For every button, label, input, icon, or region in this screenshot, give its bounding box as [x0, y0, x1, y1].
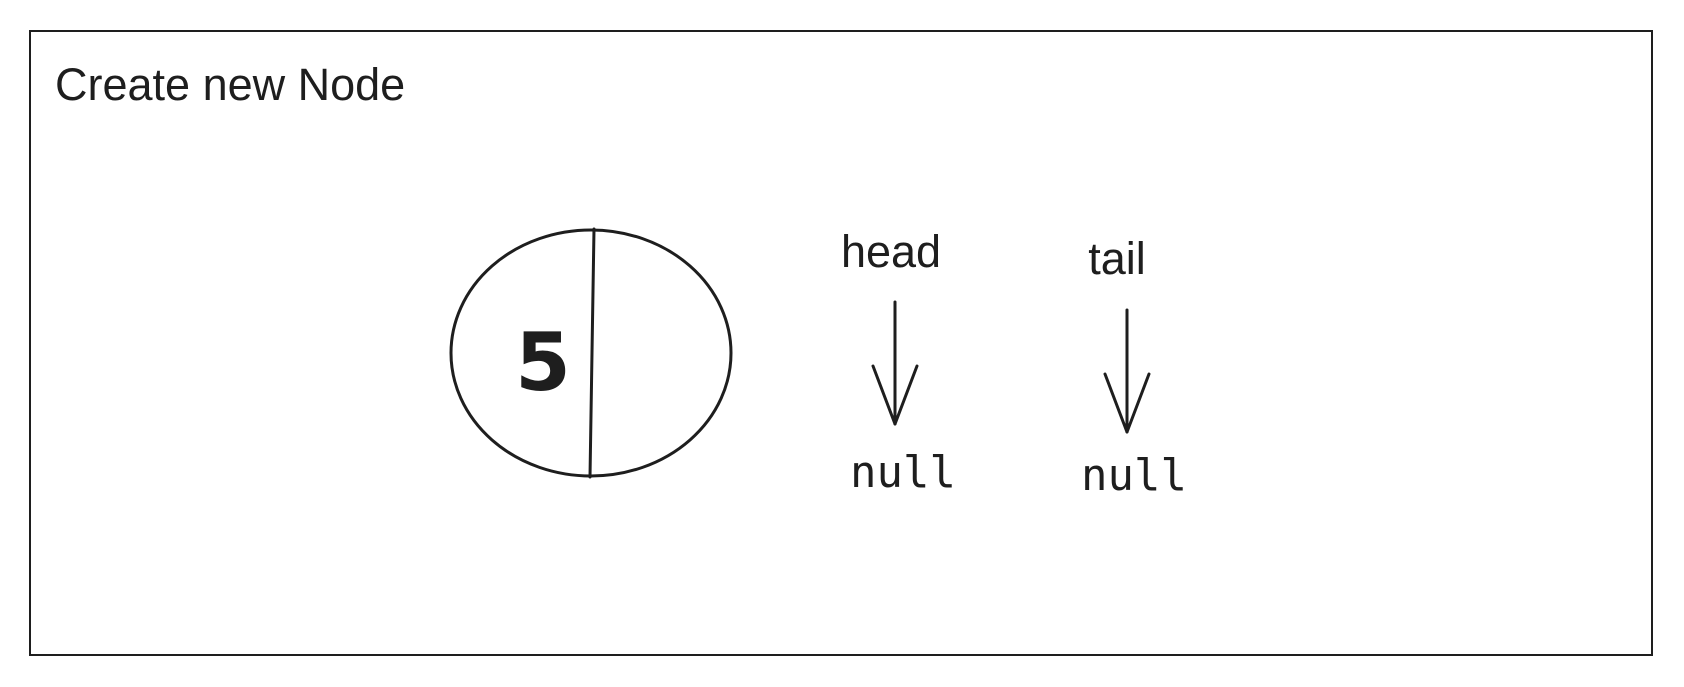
diagram-frame: [29, 30, 1653, 656]
head-target: null: [850, 447, 956, 498]
tail-arrow: [1103, 308, 1151, 434]
head-pointer: head null: [841, 226, 956, 498]
head-label: head: [841, 226, 941, 277]
list-node: 5: [449, 227, 733, 479]
node-divider: [588, 227, 596, 479]
diagram-title: Create new Node: [55, 59, 406, 110]
tail-label: tail: [1088, 233, 1146, 284]
head-arrow: [871, 300, 919, 426]
tail-target: null: [1081, 450, 1187, 501]
node-value: 5: [515, 316, 571, 409]
tail-pointer: tail null: [1081, 233, 1187, 501]
